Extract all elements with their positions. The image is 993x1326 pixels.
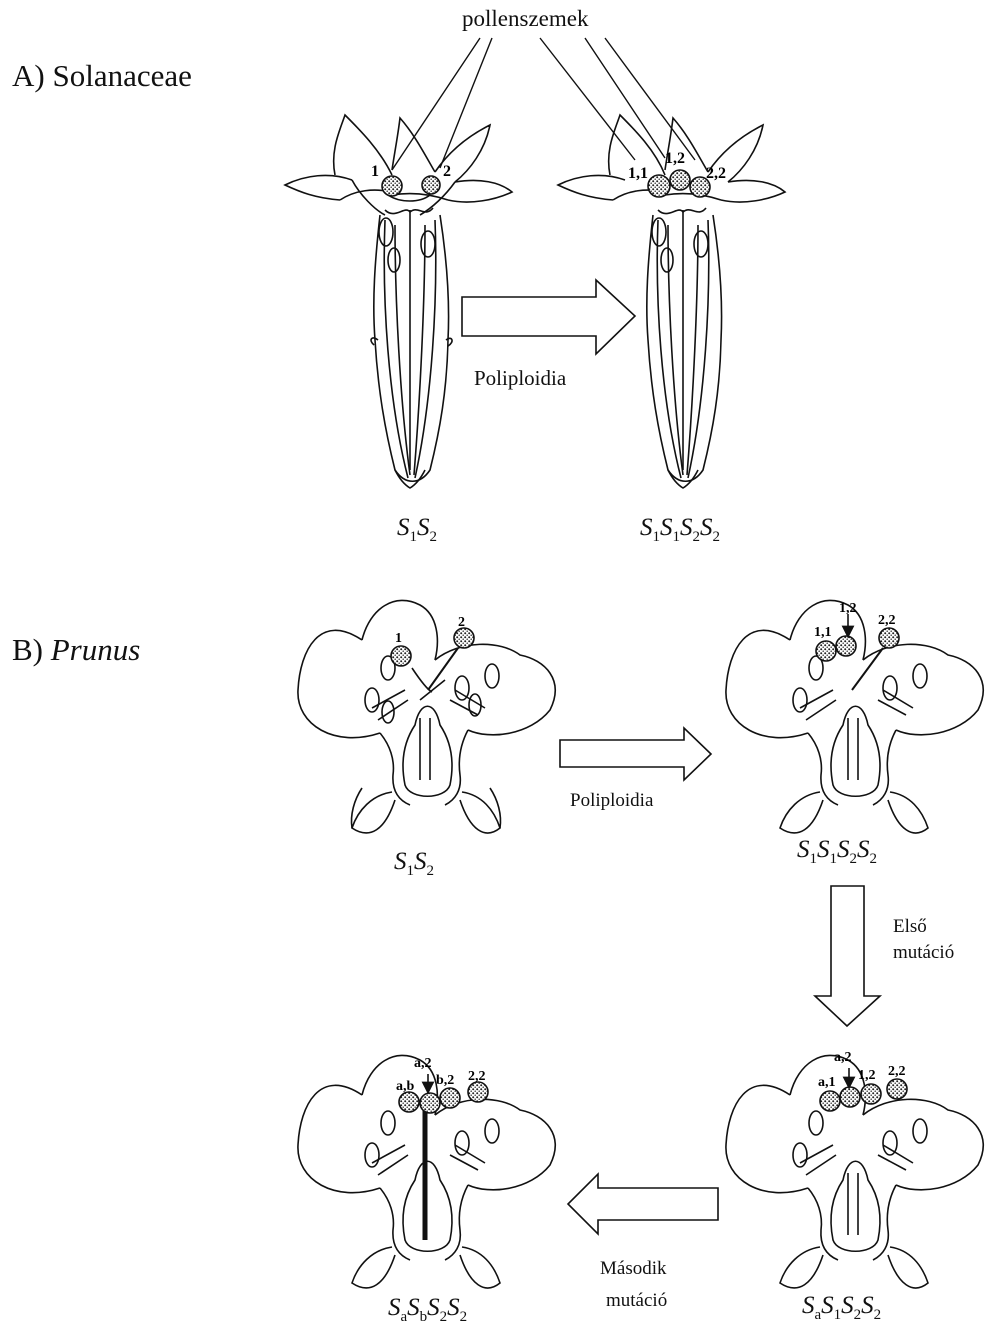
second-mutation-arrow	[568, 1174, 718, 1234]
pollen-label-b-bl-2: a,2	[414, 1056, 432, 1071]
pollen-label-a-right-1: 1,1	[628, 165, 648, 182]
prunus-flower-top-left	[298, 600, 555, 832]
pollen-label-b-tr-3: 2,2	[878, 613, 896, 628]
pollen-label-b-bl-1: a,b	[396, 1079, 415, 1094]
polyploidy-arrow-a	[462, 280, 635, 354]
pollen-label-b-br-3: 1,2	[858, 1068, 876, 1083]
pollen-label-b-tr-1: 1,1	[814, 625, 832, 640]
pollen-pointer-lines	[392, 38, 695, 170]
polyploidy-arrow-b	[560, 728, 711, 780]
pollen-label-b-br-2: a,2	[834, 1050, 852, 1065]
pollen-label-a-right-2: 1,2	[665, 150, 685, 167]
pollen-label-b-br-4: 2,2	[888, 1064, 906, 1079]
first-mutation-arrow	[815, 886, 880, 1026]
pollen-grains-b-top-left	[391, 628, 474, 690]
pollen-label-a-left-1: 1	[371, 163, 379, 180]
pollen-label-a-right-3: 2,2	[706, 165, 726, 182]
pollen-label-b-bl-4: 2,2	[468, 1069, 486, 1084]
pollen-label-b-br-1: a,1	[818, 1075, 836, 1090]
pollen-label-b-bl-3: b,2	[436, 1073, 454, 1088]
pollen-label-b-tr-2: 1,2	[839, 601, 857, 616]
prunus-flower-bottom-left	[298, 1055, 555, 1287]
pollen-label-b-tl-1: 1	[395, 631, 402, 646]
pollen-label-b-tl-2: 2	[458, 615, 465, 630]
prunus-flower-top-right	[726, 600, 983, 832]
pollen-label-a-left-2: 2	[443, 163, 451, 180]
